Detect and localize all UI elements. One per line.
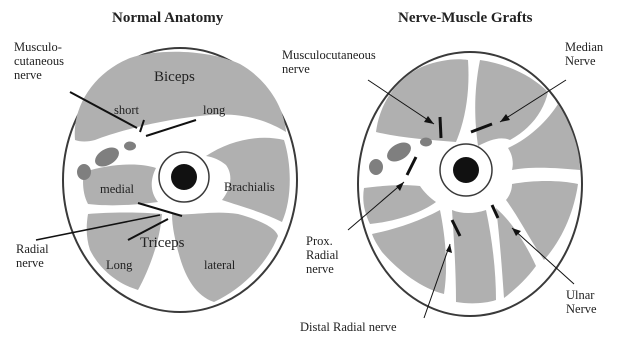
left-nerve-bundle-small — [77, 164, 91, 180]
left-musculocutaneous-nerve — [124, 142, 136, 151]
right-nerve-bundle-small-2 — [369, 159, 383, 175]
radial-nerve-label: Radial nerve — [16, 242, 49, 270]
long-head-label: long — [203, 103, 225, 117]
triceps-lateral-head-label: lateral — [204, 258, 235, 272]
medial-head-label: medial — [100, 182, 134, 196]
left-panel-title: Normal Anatomy — [112, 10, 223, 27]
short-head-label: short — [114, 103, 139, 117]
biceps-label: Biceps — [154, 70, 195, 84]
triceps-long-head-label: Long — [106, 258, 132, 272]
right-panel-title: Nerve-Muscle Grafts — [398, 10, 533, 27]
graft-distal-radial-label: Distal Radial nerve — [300, 320, 397, 334]
right-humerus-marrow — [453, 157, 479, 183]
musculocutaneous-nerve-label: Musculo- cutaneous nerve — [14, 40, 64, 82]
graft-prox-radial-label: Prox. Radial nerve — [306, 234, 339, 276]
graft-median-label: Median Nerve — [565, 40, 603, 68]
right-nerve-bundle-small-1 — [420, 138, 432, 147]
graft-ulnar-label: Ulnar Nerve — [566, 288, 597, 316]
graft-musculocutaneous-label: Musculocutaneous nerve — [282, 48, 376, 76]
triceps-label: Triceps — [140, 236, 184, 250]
left-humerus-marrow — [171, 164, 197, 190]
brachialis-label: Brachialis — [224, 180, 275, 194]
graft-mark-musculocutaneous — [440, 117, 441, 138]
right-cross-section — [348, 52, 582, 318]
graft-segment-top-left — [376, 59, 469, 142]
